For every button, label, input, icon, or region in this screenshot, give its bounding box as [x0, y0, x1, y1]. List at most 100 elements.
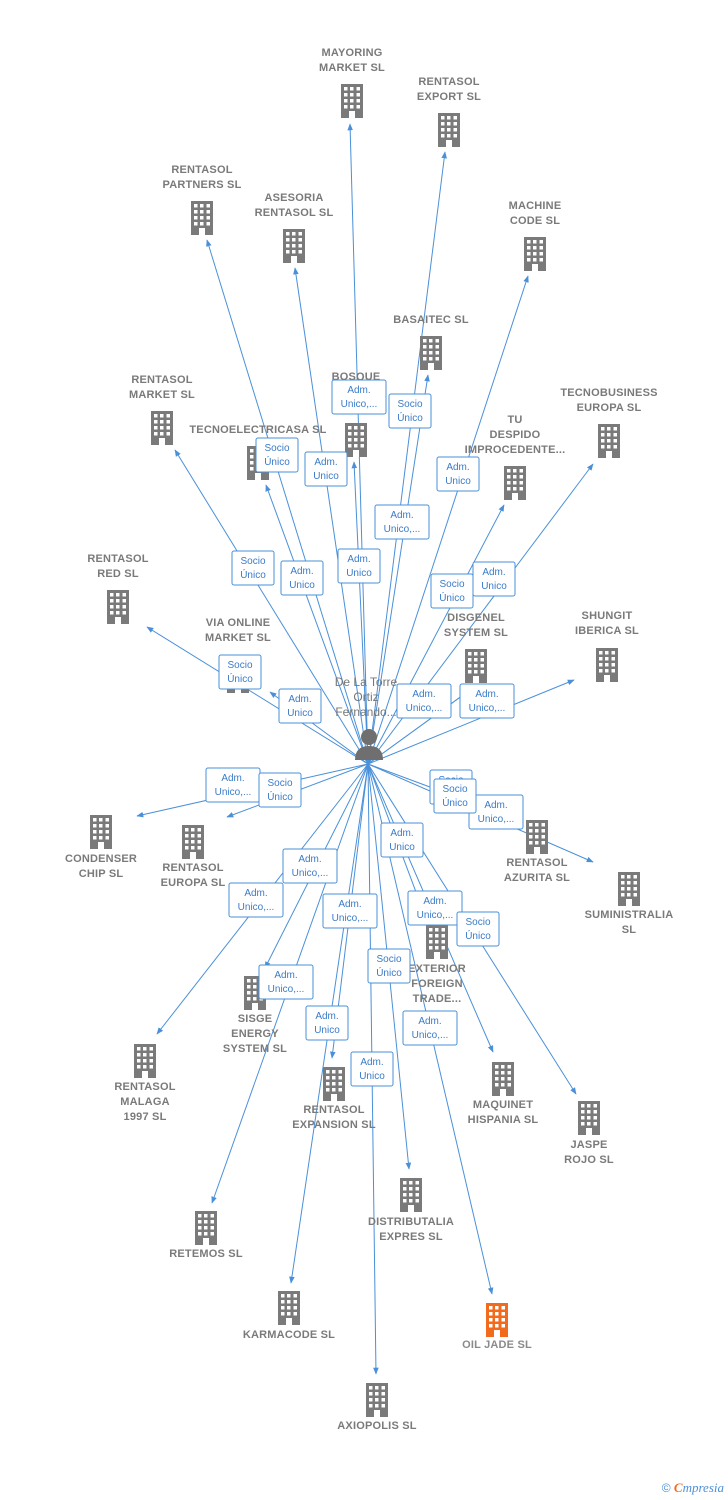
edge-label-text: Unico,...	[469, 703, 506, 714]
edge-label-exterior-foreign-19[interactable]: Adm.Unico,...	[407, 890, 463, 926]
edge-machine-code-4	[367, 275, 529, 765]
company-name-line: EUROPA SL	[577, 402, 642, 414]
building-icon	[345, 423, 367, 457]
person-node[interactable]: De La Torre Ortiz Fernando...	[335, 675, 398, 760]
edge-label-axiopolis-29[interactable]: Adm.Unico	[350, 1051, 394, 1087]
building-icon	[465, 649, 487, 683]
edge-label-rentasol-expansion-23[interactable]: Adm.Unico	[305, 1005, 349, 1041]
edge-label-disgenel-30[interactable]: Adm.Unico	[380, 822, 424, 858]
edge-label-via-online-12[interactable]: Adm.Unico	[278, 688, 322, 724]
edge-label-retemos-26[interactable]: Adm. Unico,...	[282, 848, 338, 884]
company-name-line: IBERICA SL	[575, 625, 639, 637]
person-icon	[355, 729, 383, 760]
edge-label-text: Adm.	[423, 896, 446, 907]
company-basaitec[interactable]: BASAITEC SL	[393, 314, 469, 370]
edge-label-text: Único	[264, 455, 290, 468]
company-name-line: EXPORT SL	[417, 91, 481, 103]
company-name-line: RENTASOL	[303, 1104, 364, 1116]
edge-label-sisge-20[interactable]: Adm.Unico,...	[258, 964, 314, 1000]
building-icon	[341, 84, 363, 118]
company-name-line: IMPROCEDENTE...	[465, 444, 566, 456]
edge-label-bosque-6[interactable]: Adm.Unico	[337, 548, 381, 584]
edge-label-machine-code-4[interactable]: Adm.Unico	[436, 456, 480, 492]
company-name-line: CHIP SL	[79, 868, 124, 880]
company-oil-jade[interactable]: OIL JADE SL	[462, 1303, 532, 1351]
company-rentasol-export[interactable]: RENTASOL EXPORT SL	[417, 76, 481, 147]
edge-label-tecnoelectricasa-8[interactable]: Adm.Unico	[280, 560, 324, 596]
company-name-line: RENTASOL	[418, 76, 479, 88]
building-icon	[526, 820, 548, 854]
company-name-line: SUMINISTRALIA	[585, 909, 674, 921]
company-axiopolis[interactable]: AXIOPOLIS SL	[337, 1383, 417, 1432]
edge-label-basaitec-5[interactable]: Adm.Unico,...	[374, 504, 430, 540]
company-name-line: MAQUINET	[473, 1099, 533, 1111]
edge-label-shungit-14[interactable]: Adm.Unico,...	[459, 683, 515, 719]
edge-label-text: Unico,...	[292, 868, 329, 879]
company-name-line: AZURITA SL	[504, 872, 570, 884]
edge-label-condenser-15[interactable]: Adm.Unico,...	[205, 767, 261, 803]
edge-label-text: Único	[397, 411, 423, 424]
footer-brand[interactable]: © Cmpresia	[662, 1480, 724, 1496]
company-tu-despido[interactable]: TUDESPIDOIMPROCEDENTE...	[465, 414, 566, 500]
edge-label-asesoria-3[interactable]: Adm.Unico	[304, 451, 348, 487]
company-name-line: MARKET SL	[129, 389, 195, 401]
building-icon	[278, 1291, 300, 1325]
edge-label-text: Adm.	[418, 1016, 441, 1027]
edge-label-text: Adm.	[288, 694, 311, 705]
edge-label-text: Único	[227, 672, 253, 685]
edge-label-tecnobusiness-9[interactable]: Adm.Unico	[472, 561, 516, 597]
company-tecnoelectricasa[interactable]: TECNOELECTRICASA SL	[189, 424, 326, 480]
edge-label-text: Adm.	[338, 899, 361, 910]
company-exterior-foreign[interactable]: EXTERIORFOREIGNTRADE...	[408, 925, 466, 1005]
company-karmacode[interactable]: KARMACODE SL	[243, 1291, 335, 1341]
edge-label-suministralia-18[interactable]: Adm.Unico,...	[468, 794, 524, 830]
company-name-line: CODE SL	[510, 215, 560, 227]
edge-disgenel-30	[367, 689, 471, 765]
building-icon	[107, 590, 129, 624]
company-retemos[interactable]: RETEMOS SL	[169, 1211, 243, 1260]
person-name-line-1: De La Torre	[335, 675, 398, 689]
building-icon	[400, 1178, 422, 1212]
edge-rentasol-market-7	[174, 449, 369, 765]
company-name-line: RENTASOL	[114, 1081, 175, 1093]
company-name-line: MAYORING	[321, 47, 382, 59]
edge-label-mayoring-0[interactable]: Adm.Unico,...	[331, 379, 387, 415]
edge-label-disgenel-13[interactable]: Adm.Unico,...	[396, 683, 452, 719]
edge-label-karmacode-27[interactable]: Adm.Unico,...	[322, 893, 378, 929]
edge-label-text: Socio	[227, 660, 252, 671]
edge-label-text: Adm.	[298, 854, 321, 865]
edge-rentasol-red-11	[146, 626, 369, 765]
edge-label-oil-jade-28[interactable]: Adm.Unico,...	[402, 1010, 458, 1046]
edge-label-rentasol-malaga-21[interactable]: Adm.Unico,...	[228, 882, 284, 918]
company-name-line: JASPE	[570, 1139, 607, 1151]
